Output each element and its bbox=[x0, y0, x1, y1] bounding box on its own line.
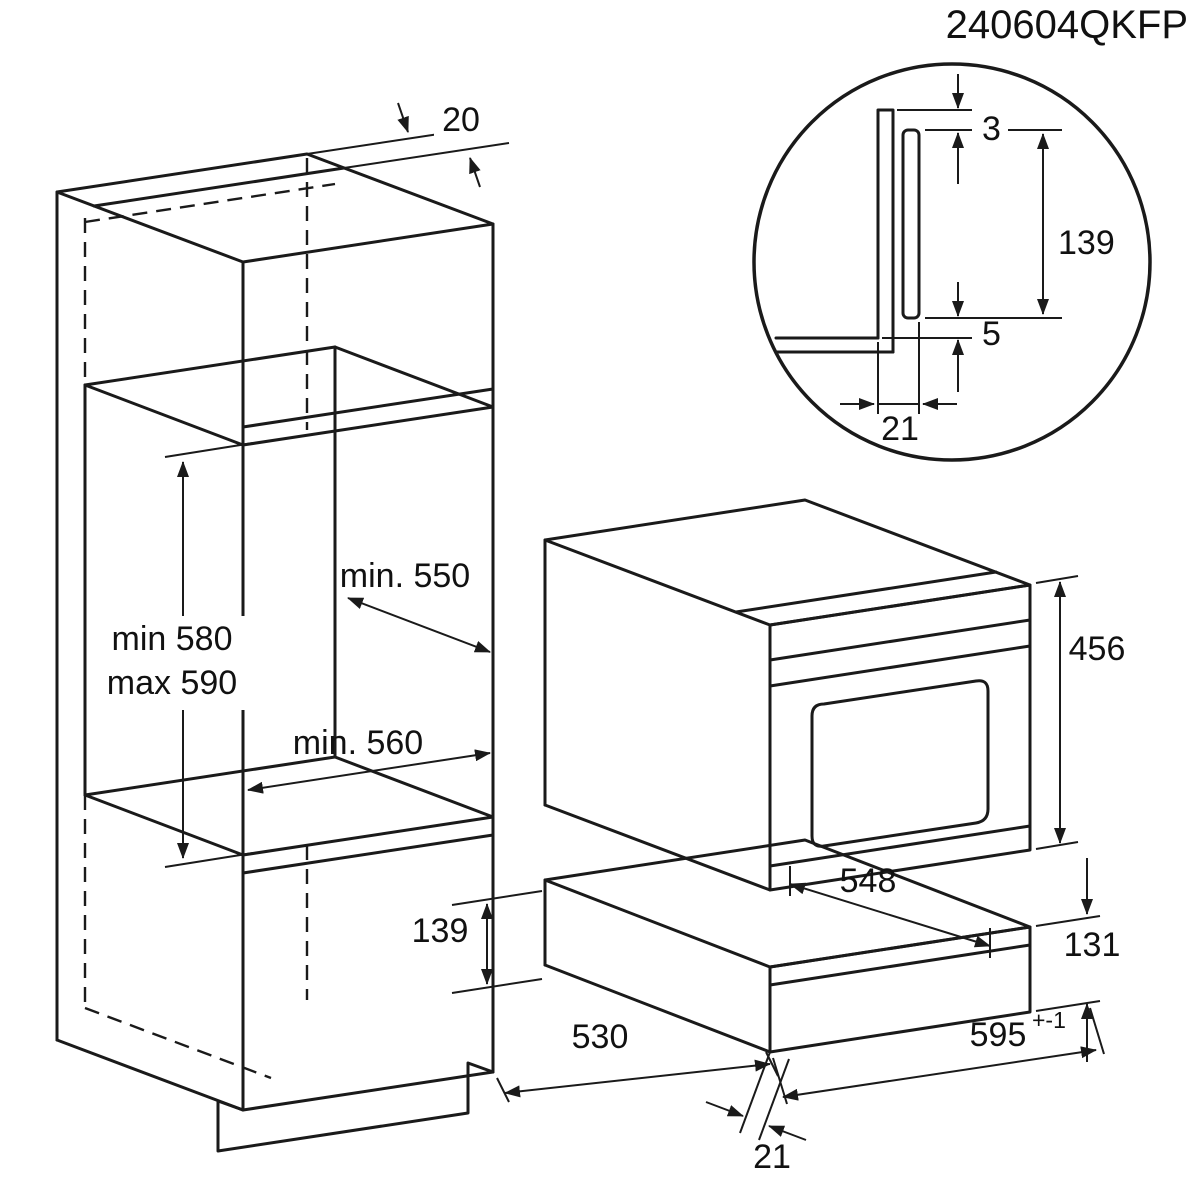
label-detail-side-depth: 21 bbox=[881, 410, 919, 448]
oven-door-bottom-edge bbox=[768, 824, 1032, 868]
label-niche-height-max: max 590 bbox=[107, 664, 237, 702]
oven bbox=[543, 498, 1032, 892]
dim20-arrow bbox=[469, 157, 481, 188]
label-detail-top-gap: 3 bbox=[982, 110, 1001, 148]
oven-front-face bbox=[768, 583, 1032, 892]
niche-bottom-edge bbox=[241, 815, 495, 857]
drawer-panel-edge bbox=[768, 943, 1032, 987]
dim456-extension bbox=[1035, 575, 1079, 584]
detail-view bbox=[752, 62, 1152, 462]
label-drawer-height: 131 bbox=[1064, 926, 1121, 964]
oven-control-panel-edge bbox=[768, 618, 1032, 662]
dim139-extension bbox=[451, 890, 543, 906]
niche-back-top-edge bbox=[83, 345, 337, 387]
dim139-extension bbox=[451, 978, 543, 994]
cabinet-housing bbox=[55, 152, 495, 1153]
dim456-extension bbox=[1035, 841, 1079, 850]
label-halo bbox=[434, 100, 490, 138]
label-niche-height-min: min 580 bbox=[112, 620, 233, 658]
niche-interior-edge bbox=[83, 383, 245, 447]
label-halo bbox=[88, 616, 264, 710]
niche-back-bottom-edge bbox=[83, 755, 337, 797]
detail-shelf-section bbox=[774, 336, 895, 354]
oven-top-front-edge bbox=[734, 570, 998, 614]
cabinet-bottom-left-edge bbox=[55, 1038, 245, 1112]
niche-top-edge bbox=[241, 405, 495, 447]
dim595-extension bbox=[1089, 1007, 1105, 1055]
label-top-clearance: 20 bbox=[442, 101, 480, 139]
niche-interior-edge bbox=[333, 345, 495, 409]
oven-top-face bbox=[543, 498, 1032, 627]
lower-shelf-edge bbox=[241, 833, 495, 875]
drawer-bottom-left-edge bbox=[543, 963, 772, 1054]
labels: 240604QKFP 20 min 580 max 590 min. 550 m… bbox=[107, 3, 1188, 1176]
oven-bottom-left-edge bbox=[543, 803, 772, 892]
label-base-depth: 530 bbox=[572, 1018, 629, 1056]
label-oven-width: 595 bbox=[970, 1016, 1027, 1054]
dim21-extension bbox=[758, 1058, 790, 1141]
cabinet-hidden-edge bbox=[84, 182, 336, 224]
dim580-extension bbox=[164, 442, 254, 458]
detail-circle bbox=[752, 62, 1152, 462]
upper-shelf-edge bbox=[241, 387, 495, 429]
dim20-arrow bbox=[397, 102, 409, 133]
label-lower-niche-height: 139 bbox=[412, 912, 469, 950]
dim20-extension bbox=[343, 142, 510, 169]
dim21-arrow bbox=[768, 1125, 807, 1141]
cabinet-hidden-edge bbox=[84, 1006, 272, 1080]
drawer-top-face bbox=[543, 838, 1032, 969]
detail-oven-frame bbox=[901, 128, 921, 320]
dim530-extension bbox=[496, 1077, 510, 1103]
detail-panel-section bbox=[876, 108, 895, 354]
cabinet-plinth bbox=[216, 1061, 495, 1153]
cabinet-top-panel-edge bbox=[92, 166, 346, 208]
dim21-arrow bbox=[705, 1101, 744, 1117]
dim548-arrow bbox=[789, 882, 991, 948]
label-niche-width: min. 560 bbox=[293, 724, 423, 762]
label-oven-depth: 548 bbox=[840, 862, 897, 900]
label-detail-bottom-overlap: 5 bbox=[982, 315, 1001, 353]
oven-door-window bbox=[810, 679, 990, 848]
cabinet-front-bottom-edge bbox=[241, 1070, 495, 1112]
label-base-offset: 21 bbox=[753, 1138, 791, 1176]
drawing-title: 240604QKFP bbox=[946, 3, 1188, 47]
dim595-arrow bbox=[782, 1046, 1097, 1101]
label-oven-width-tolerance: +-1 bbox=[1032, 1007, 1066, 1033]
dim131-extension bbox=[1035, 1000, 1101, 1012]
label-oven-height: 456 bbox=[1069, 630, 1126, 668]
oven-door-top-edge bbox=[768, 644, 1032, 688]
dim131-extension bbox=[1035, 915, 1101, 927]
dim21-extension bbox=[739, 1051, 771, 1134]
dim560-arrow bbox=[247, 749, 491, 794]
cabinet-top-face bbox=[55, 152, 495, 264]
dim550-arrow bbox=[347, 597, 491, 653]
dim530-arrow bbox=[504, 1059, 771, 1098]
dim580-extension bbox=[164, 852, 254, 868]
niche-interior-edge bbox=[83, 793, 245, 857]
label-detail-frame-height: 139 bbox=[1058, 224, 1115, 262]
label-niche-depth: min. 550 bbox=[340, 557, 470, 595]
niche-interior-edge bbox=[333, 755, 495, 819]
